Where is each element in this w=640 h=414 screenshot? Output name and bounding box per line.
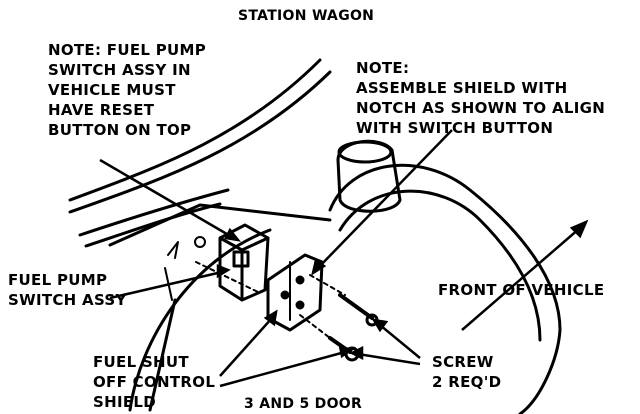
screw-upper [338,293,374,320]
label-front-of-vehicle: FRONT OF VEHICLE [438,281,605,299]
diagram-footer: 3 AND 5 DOOR [244,396,363,412]
window-frame-inner [68,70,332,214]
note-fuel-pump: NOTE: FUEL PUMP SWITCH ASSY IN VEHICLE M… [48,40,206,140]
label-screw: SCREW 2 REQ'D [432,352,501,392]
label-fuel-pump-switch: FUEL PUMP SWITCH ASSY [8,270,127,310]
arch-inner [338,189,542,342]
note-fuel-pump-line: BUTTON ON TOP [48,121,192,139]
body-panel [108,203,332,247]
note-fuel-pump-line: VEHICLE MUST [48,81,176,99]
label-fuel-pump-line: FUEL PUMP [8,271,108,289]
label-fuel-shutoff-line: FUEL SHUT [93,353,189,371]
note-fuel-pump-line: NOTE: FUEL PUMP [48,41,207,59]
note-shield-line: NOTCH AS SHOWN TO ALIGN [356,99,606,117]
wheel-arch [328,163,562,414]
note-fuel-pump-line: SWITCH ASSY IN [48,61,191,79]
label-screw-line: 2 REQ'D [432,373,502,391]
note-fuel-pump-line: HAVE RESET [48,101,155,119]
door-rail [78,188,230,237]
label-fuel-pump-line: SWITCH ASSY [8,291,127,309]
roof-line [68,58,322,202]
body-edge [148,298,177,412]
strut-cap [337,140,393,164]
label-screw-line: SCREW [432,353,494,371]
note-shield: NOTE: ASSEMBLE SHIELD WITH NOTCH AS SHOW… [356,58,605,138]
diagram-title: STATION WAGON [238,8,375,24]
note-shield-line: WITH SWITCH BUTTON [356,119,554,137]
label-fuel-shutoff-line: OFF CONTROL [93,373,216,391]
switch-box [218,223,270,302]
note-shield-line: ASSEMBLE SHIELD WITH [356,79,568,97]
label-fuel-shutoff-shield: FUEL SHUT OFF CONTROL SHIELD [93,352,215,412]
label-fuel-shutoff-line: SHIELD [93,393,156,411]
note-shield-line: NOTE: [356,59,410,77]
